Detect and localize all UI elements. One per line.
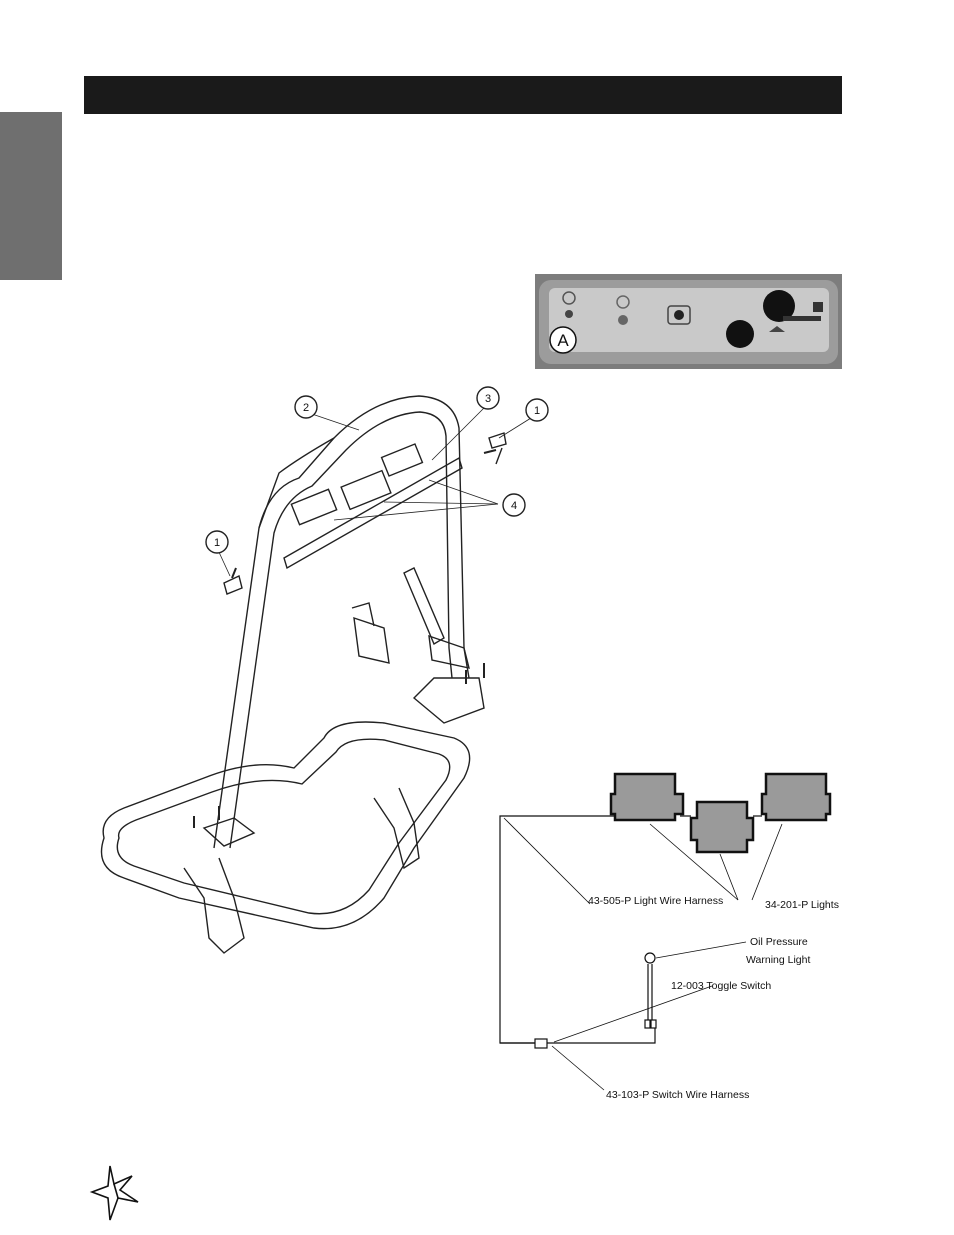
star-logo-icon: [89, 1165, 139, 1221]
callout-label-2: 2: [303, 402, 309, 414]
control-panel-photo: A: [535, 274, 842, 369]
section-header-bar: [84, 76, 842, 114]
callout-label-1b: 1: [214, 537, 220, 549]
lights-label: 34-201-P Lights: [765, 899, 839, 911]
side-tab-marker: [0, 112, 62, 280]
frame-exploded-drawing: 1 2 3 1 4: [100, 386, 549, 954]
callout-circle-1a: [525, 398, 549, 422]
light-left-icon: [609, 772, 685, 822]
callout-label-1a: 1: [534, 405, 540, 417]
inset-marker-circle: [549, 326, 577, 354]
callout-circle-3: [476, 386, 500, 410]
inset-marker-label: A: [557, 331, 569, 350]
callout-label-4: 4: [511, 500, 517, 512]
light-harness-label: 43-505-P Light Wire Harness: [588, 895, 723, 907]
callout-circle-4: [502, 493, 526, 517]
light-right-icon: [760, 772, 832, 822]
light-center-icon: [689, 800, 755, 854]
switch-harness-label: 43-103-P Switch Wire Harness: [606, 1089, 749, 1101]
wiring-diagram: 43-505-P Light Wire Harness 34-201-P Lig…: [499, 772, 839, 1101]
callout-circle-1b: [205, 530, 229, 554]
callout-circle-2: [294, 395, 318, 419]
oil-pressure-label-line1: Oil Pressure: [750, 936, 808, 948]
oil-warning-light-icon: [644, 952, 656, 964]
callout-label-3: 3: [485, 393, 491, 405]
oil-pressure-label-line2: Warning Light: [746, 954, 810, 966]
toggle-switch-label: 12-003 Toggle Switch: [671, 980, 771, 992]
